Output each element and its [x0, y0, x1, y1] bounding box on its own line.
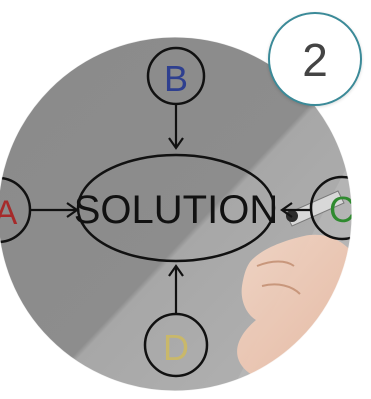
arrowhead-c [280, 202, 293, 218]
finger-line [256, 260, 295, 267]
marker-body [285, 190, 345, 227]
solution-label: SOLUTION [74, 188, 278, 232]
node-c-circle [309, 175, 352, 241]
arrowhead-a [66, 202, 79, 218]
arrowhead-b [168, 137, 184, 150]
node-b-label: B [164, 58, 188, 99]
step-badge: 2 [268, 12, 362, 106]
node-d-label: D [163, 327, 189, 368]
node-a-label: A [0, 194, 18, 232]
finger-line [261, 283, 301, 295]
node-c-label: C [329, 189, 355, 230]
hand-shape [237, 234, 352, 381]
node-a-circle [0, 176, 32, 244]
solution-ellipse [76, 153, 276, 263]
step-number: 2 [302, 34, 328, 86]
photo-circle-edge [0, 36, 353, 392]
arrowhead-d [168, 264, 184, 277]
node-d-circle [143, 312, 209, 378]
